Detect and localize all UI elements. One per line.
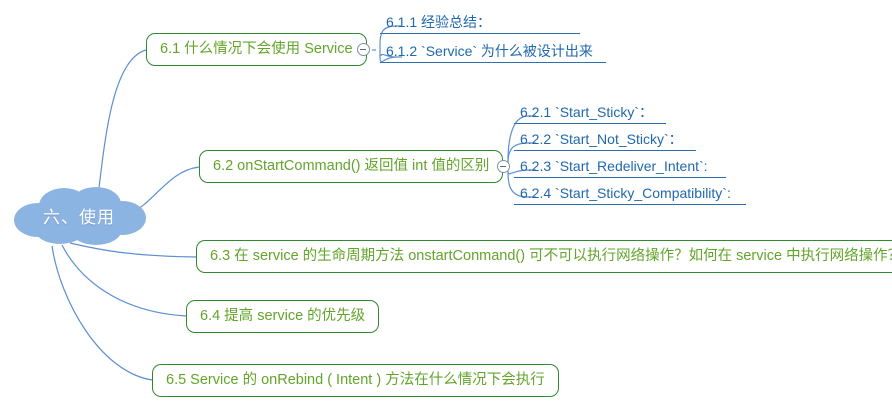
leaf-node-6-2-2[interactable]: 6.2.2 `Start_Not_Sticky`： [514,129,696,151]
branch-label-6-5: 6.5 Service 的 onRebind ( Intent ) 方法在什么情… [166,372,545,389]
branch-node-6-3[interactable]: 6.3 在 service 的生命周期方法 onstartConmand() 可… [196,240,892,273]
leaf-label-6-1-1: 6.1.1 经验总结： [386,14,492,30]
branch-node-6-2[interactable]: 6.2 onStartCommand() 返回值 int 值的区别 [199,150,504,183]
branch-label-6-2: 6.2 onStartCommand() 返回值 int 值的区别 [213,158,490,175]
branch-label-6-3: 6.3 在 service 的生命周期方法 onstartConmand() 可… [210,248,892,265]
leaf-label-6-1-2: 6.1.2 `Service` 为什么被设计出来 [386,43,593,59]
leaf-node-6-2-4[interactable]: 6.2.4 `Start_Sticky_Compatibility`: [514,183,746,205]
branch-node-6-1[interactable]: 6.1 什么情况下会使用 Service [146,33,367,66]
edge-root-6-5 [51,245,153,381]
leaf-label-6-2-3: 6.2.3 `Start_Redeliver_Intent`: [520,158,708,174]
branch-node-6-5[interactable]: 6.5 Service 的 onRebind ( Intent ) 方法在什么情… [152,364,559,397]
cloud-shape-icon [14,187,146,245]
branch-node-6-4[interactable]: 6.4 提高 service 的优先级 [186,300,380,333]
leaf-node-6-2-3[interactable]: 6.2.3 `Start_Redeliver_Intent`: [514,156,726,178]
root-node[interactable]: 六、使用 [8,184,150,246]
collapse-toggle-6-2[interactable] [497,160,510,173]
branch-label-6-1: 6.1 什么情况下会使用 Service [160,41,353,58]
leaf-node-6-1-2[interactable]: 6.1.2 `Service` 为什么被设计出来 [380,41,606,63]
leaf-label-6-2-4: 6.2.4 `Start_Sticky_Compatibility`: [520,185,731,201]
edge-root-6-4 [61,244,187,317]
collapse-toggle-6-1[interactable] [357,43,370,56]
root-label: 六、使用 [43,207,115,227]
leaf-label-6-2-1: 6.2.1 `Start_Sticky`： [520,104,654,120]
leaf-label-6-2-2: 6.2.2 `Start_Not_Sticky`： [520,131,683,147]
leaf-node-6-1-1[interactable]: 6.1.1 经验总结： [380,12,580,34]
leaf-node-6-2-1[interactable]: 6.2.1 `Start_Sticky`： [514,102,666,124]
branch-label-6-4: 6.4 提高 service 的优先级 [200,308,366,325]
